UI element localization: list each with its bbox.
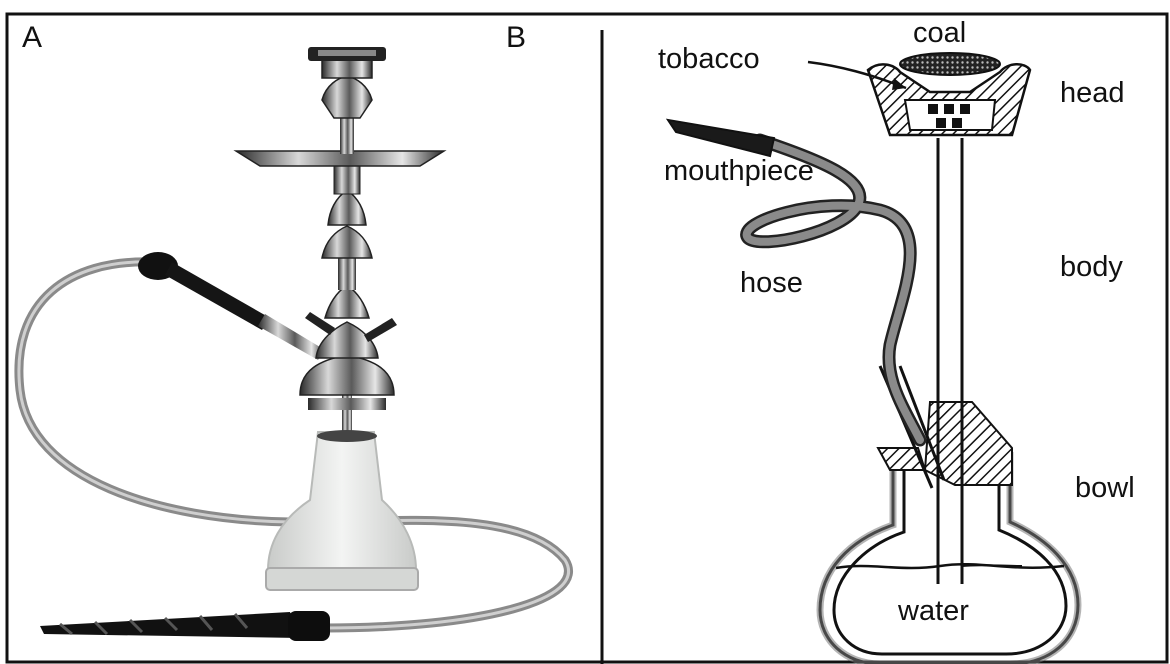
label-hose: hose <box>740 267 803 299</box>
label-head: head <box>1060 77 1125 109</box>
label-bowl: bowl <box>1075 472 1135 504</box>
hookah-stem <box>300 164 397 442</box>
label-tobacco: tobacco <box>658 43 760 75</box>
coal-disc <box>900 53 1000 75</box>
hookah-head <box>308 47 386 154</box>
hookah-schematic: coal tobacco head mouthpiece body hose b… <box>658 17 1135 664</box>
upper-handle <box>138 252 325 360</box>
panel-b-letter: B <box>506 21 526 54</box>
label-mouthpiece: mouthpiece <box>664 155 814 187</box>
glass-vase <box>268 432 416 570</box>
label-water: water <box>897 595 969 627</box>
label-coal: coal <box>913 17 966 49</box>
water-surface <box>836 564 1064 568</box>
lower-mouthpiece <box>40 611 330 641</box>
label-body: body <box>1060 251 1123 283</box>
hookah-photo <box>19 47 569 641</box>
schematic-mouthpiece <box>668 120 774 156</box>
panel-a-letter: A <box>22 21 42 54</box>
